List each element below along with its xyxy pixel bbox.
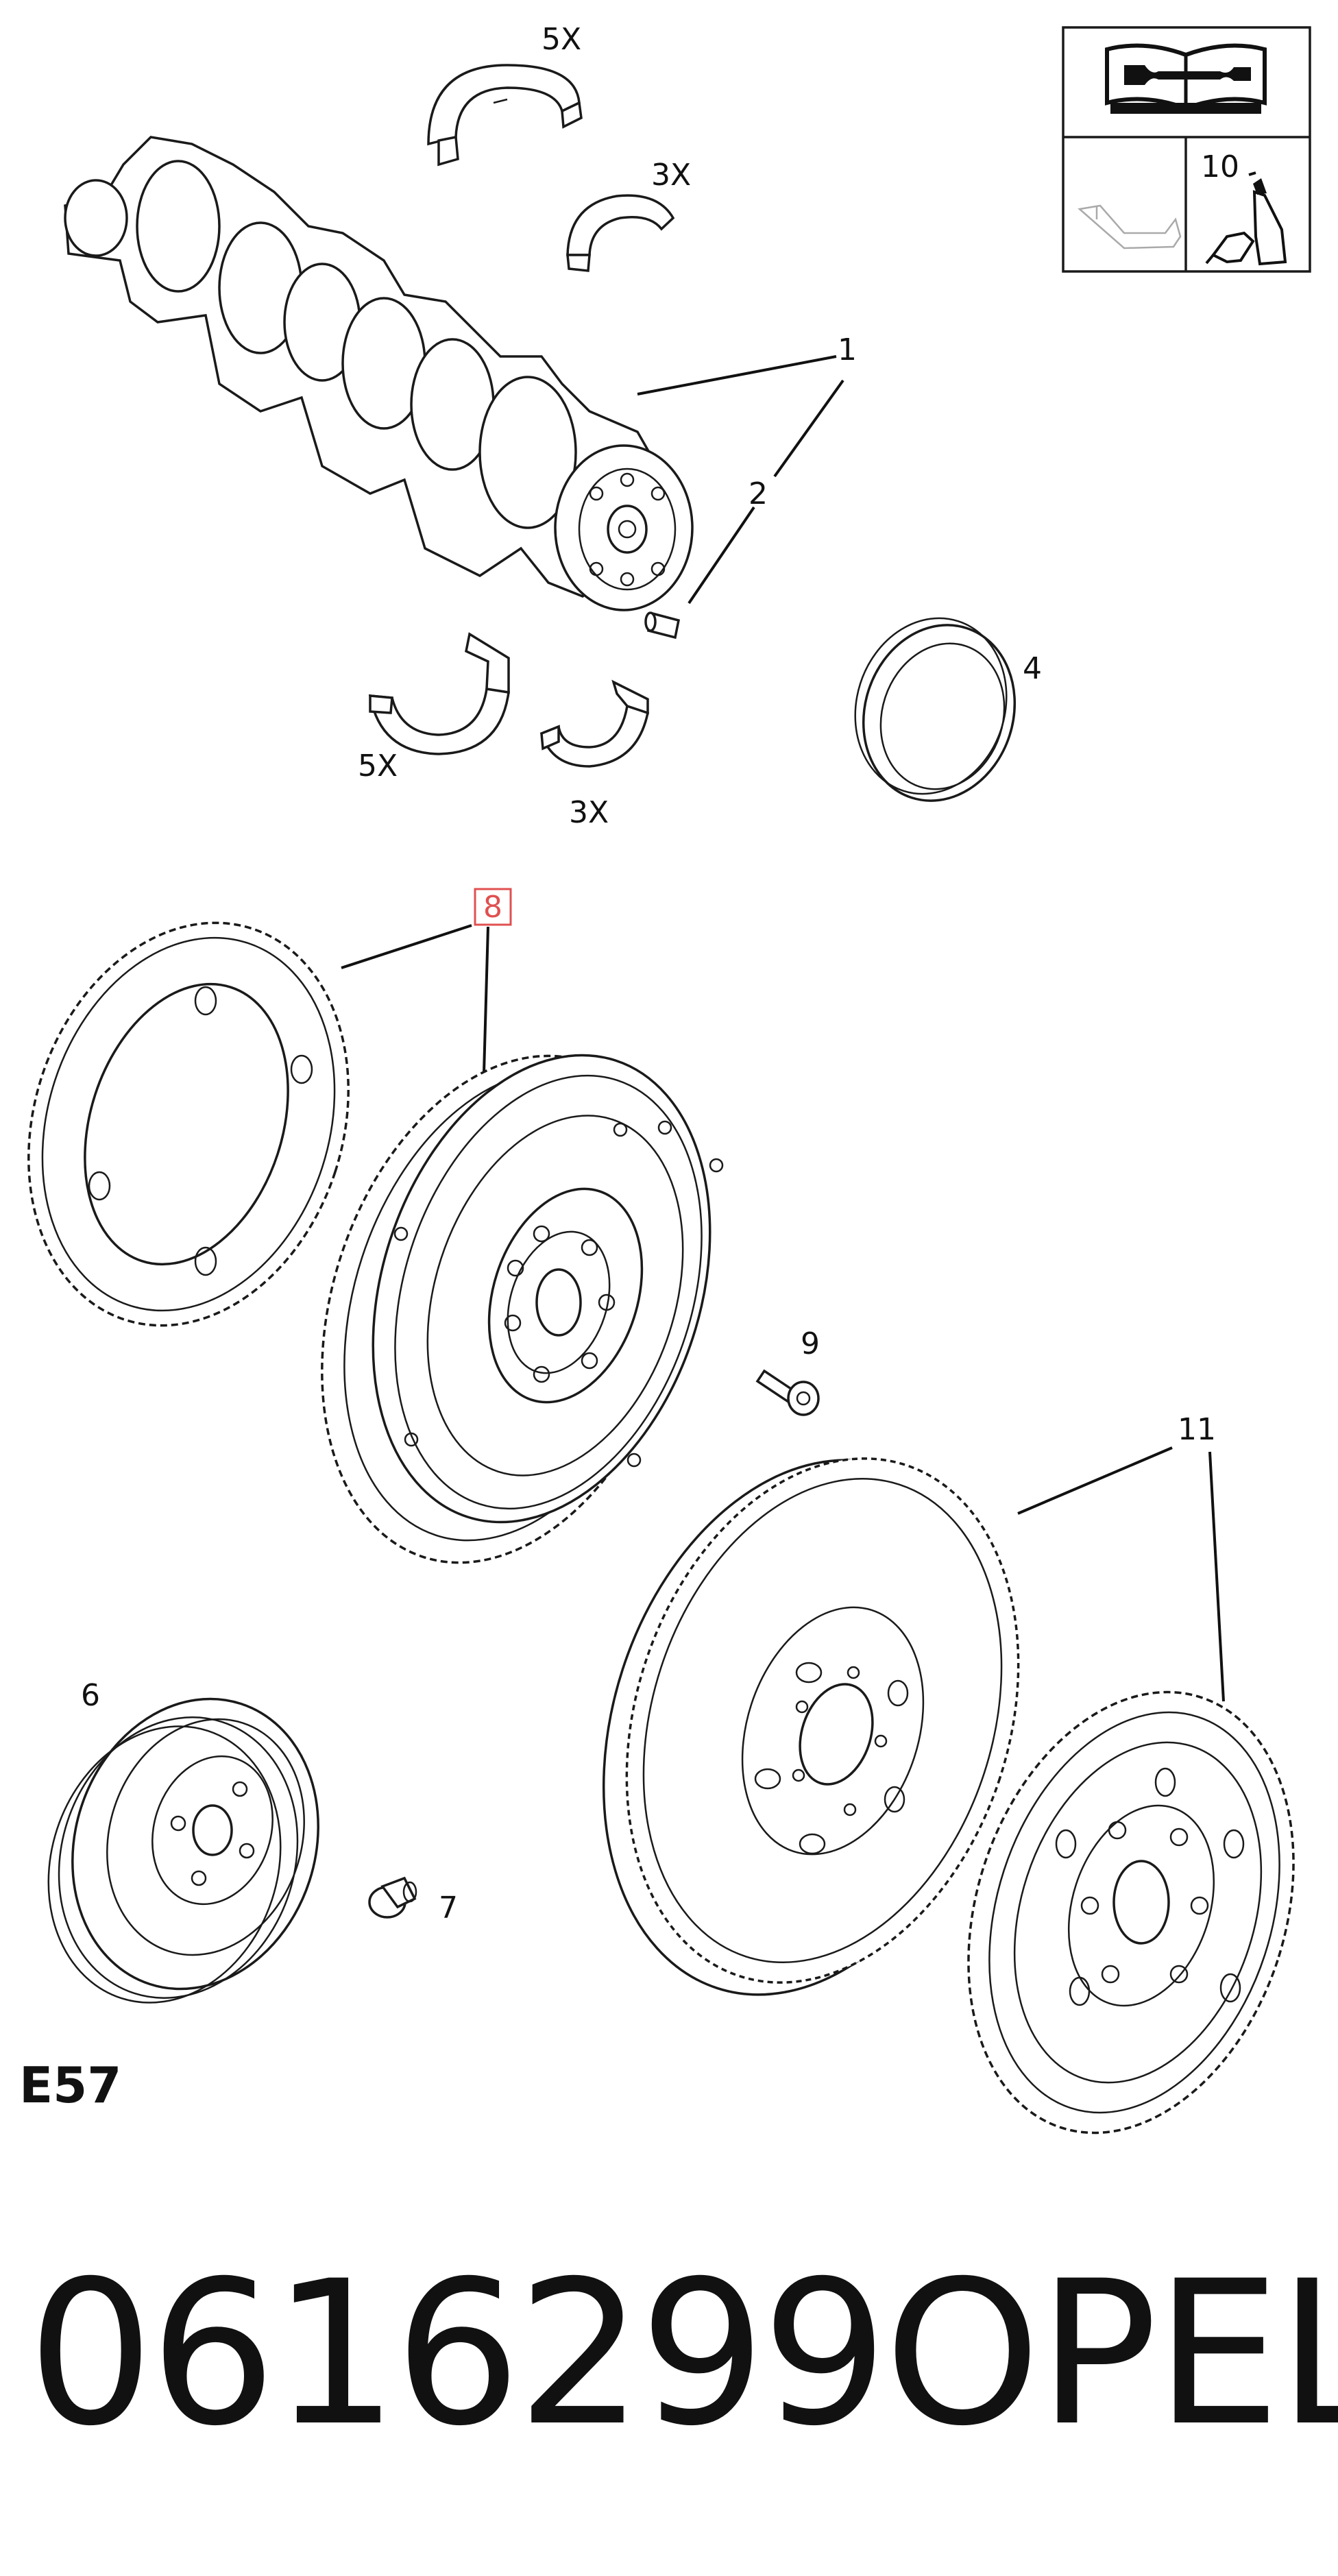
oil-seal-ring	[854, 617, 1017, 802]
part-number-4: 4	[1023, 651, 1042, 686]
part-number-11: 11	[1178, 1412, 1216, 1447]
brand-name: OPEL	[884, 2239, 1338, 2470]
qty-label-upper-3x: 3X	[651, 158, 691, 193]
crankshaft-pulley	[47, 1697, 319, 2004]
reluctor-ring-gear	[27, 921, 350, 1327]
oil-can-icon	[1078, 204, 1182, 250]
upper-conrod-bearing-shell	[566, 194, 675, 272]
qty-label-lower-3x: 3X	[569, 795, 609, 830]
part-number-10: 10	[1201, 149, 1239, 184]
qty-label-upper-5x: 5X	[542, 22, 581, 57]
flywheel-bolt	[755, 1369, 820, 1416]
lower-conrod-bearing-shell	[539, 679, 650, 768]
lower-main-bearing-shell	[368, 632, 510, 755]
pulley-bolt	[368, 1876, 417, 1919]
part-number-7: 7	[439, 1891, 458, 1925]
legend-box: 10	[1062, 26, 1311, 273]
flywheel-variant-11	[967, 1690, 1295, 2135]
part-number-footer: 0616299	[27, 2239, 888, 2470]
dual-mass-flywheel	[321, 1054, 724, 1564]
upper-main-bearing-shell	[427, 64, 583, 167]
part-number-8: 8	[483, 890, 502, 925]
part-number-1: 1	[838, 332, 857, 367]
manual-wrench-icon	[1105, 43, 1267, 114]
dowel-pin	[644, 611, 681, 640]
single-mass-flywheel	[602, 1457, 1020, 1996]
highlighted-part-8[interactable]: 8	[474, 888, 512, 926]
qty-label-lower-5x: 5X	[358, 749, 398, 783]
sealant-bottle-icon	[1205, 171, 1287, 266]
part-number-2: 2	[749, 476, 768, 511]
section-code: E57	[19, 2056, 122, 2114]
part-number-6: 6	[81, 1678, 100, 1713]
part-number-9: 9	[801, 1326, 820, 1361]
crankshaft	[64, 136, 694, 611]
